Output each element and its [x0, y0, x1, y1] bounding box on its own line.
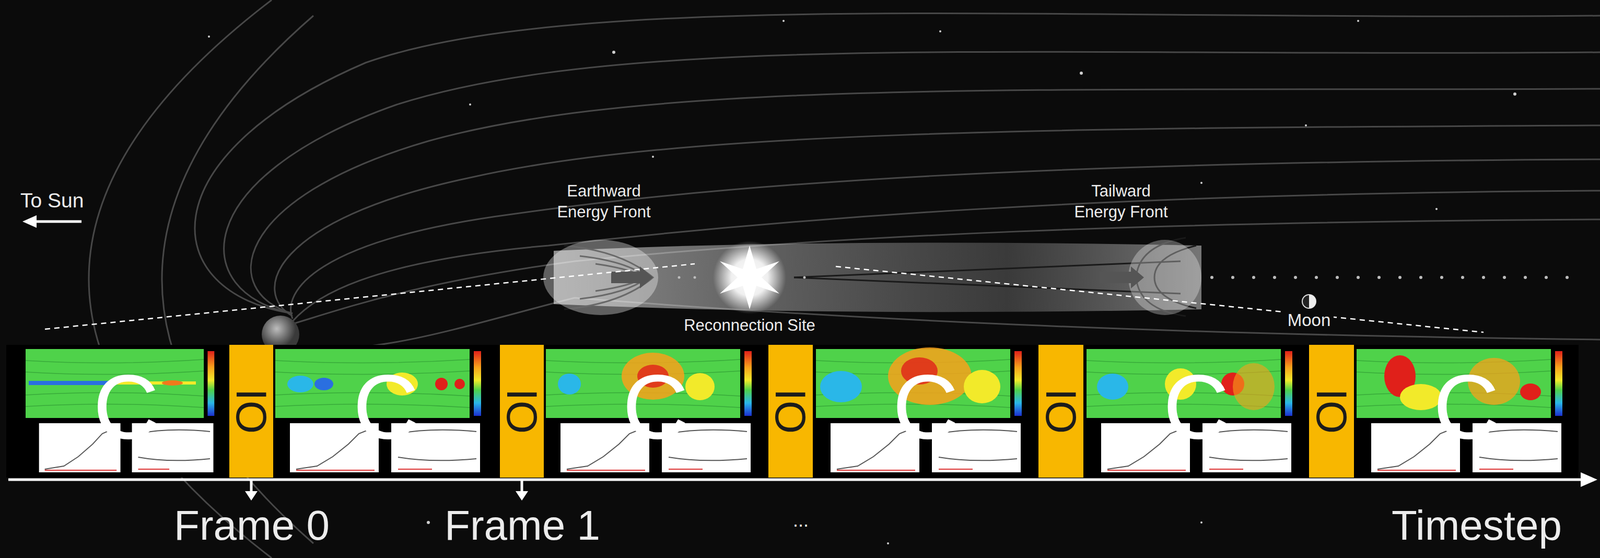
io-label: IO [1039, 388, 1083, 435]
io-band: IO [229, 344, 274, 478]
compute-panel: C [1086, 344, 1306, 478]
frame-label: Frame 0 [173, 501, 330, 550]
io-band: IO [1309, 344, 1354, 478]
compute-label: C [1433, 360, 1500, 462]
compute-label: C [1163, 360, 1230, 462]
region-label: Earthward Energy Front [549, 180, 659, 224]
compute-panel: C [275, 344, 497, 478]
axis-label: Timestep [1391, 501, 1562, 550]
region-label: Reconnection Site [683, 316, 816, 335]
frame-label: Frame 1 [444, 501, 601, 550]
compute-panel: C [1356, 344, 1576, 478]
io-label: IO [1310, 388, 1353, 435]
compute-label: C [353, 360, 419, 462]
compute-panel: C [25, 344, 227, 478]
region-label: Tailward Energy Front [1066, 180, 1176, 224]
io-label: IO [769, 388, 813, 435]
io-label: IO [229, 388, 273, 435]
compute-label: C [622, 360, 689, 462]
io-label: IO [500, 388, 544, 435]
io-band: IO [768, 344, 813, 478]
compute-label: C [892, 360, 959, 462]
io-band: IO [499, 344, 544, 478]
io-band: IO [1038, 344, 1084, 478]
moon-label: Moon [1284, 310, 1335, 331]
ellipsis: ... [792, 509, 809, 531]
direction-label: To Sun [20, 189, 84, 213]
compute-panel: C [815, 344, 1036, 478]
compute-label: C [92, 360, 159, 462]
compute-panel: C [545, 344, 766, 478]
